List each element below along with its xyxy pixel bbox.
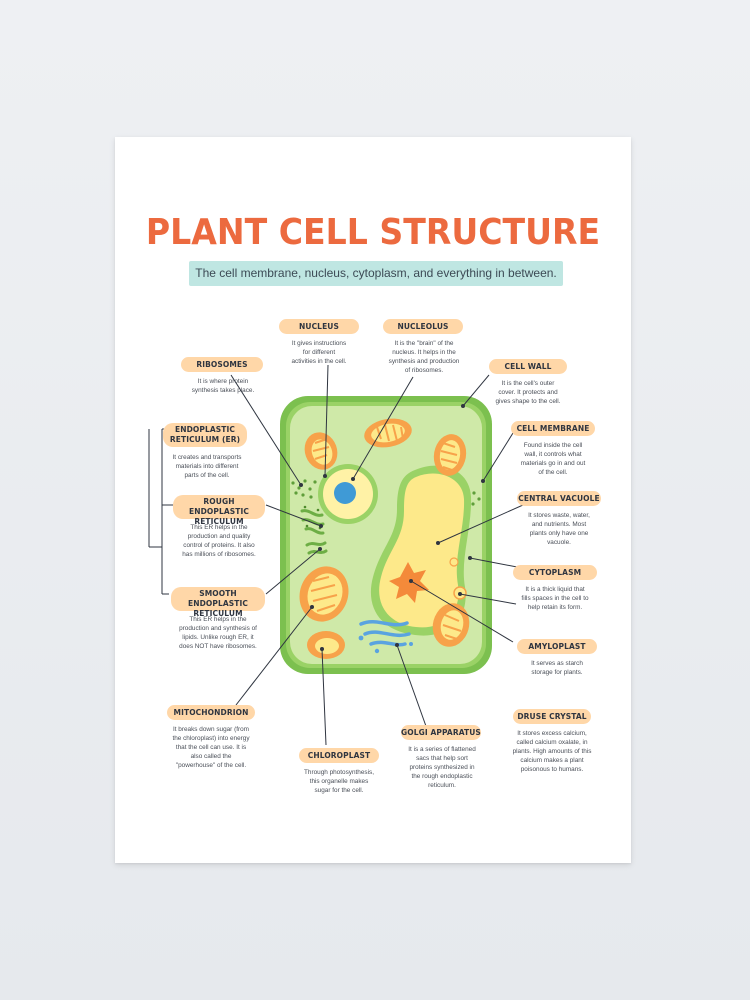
desc-mitochondrion: It breaks down sugar (from the chloropla…	[172, 726, 250, 769]
subtitle-banner: The cell membrane, nucleus, cytoplasm, a…	[189, 261, 563, 286]
desc-rough-er: This ER helps in the production and qual…	[182, 524, 256, 558]
desc-chloroplast: Through photosynthesis, this organelle m…	[304, 769, 374, 794]
label-amyloplast: AMYLOPLAST	[517, 639, 597, 654]
desc-cell-wall: It is the cell's outer cover. It protect…	[495, 380, 561, 405]
amyloplast-shape-2	[449, 557, 459, 567]
leader-dots	[299, 404, 485, 651]
desc-druse-crystal: It stores excess calcium, called calcium…	[512, 730, 592, 773]
desc-nucleolus: It is the "brain" of the nucleus. It hel…	[388, 340, 460, 374]
label-cytoplasm: CYTOPLASM	[513, 565, 597, 580]
desc-cytoplasm: It is a thick liquid that fills spaces i…	[521, 586, 589, 611]
label-endoplastic-reticulum: ENDOPLASTIC RETICULUM (ER)	[163, 423, 247, 447]
plant-cell-diagram	[148, 364, 524, 746]
label-nucleus: NUCLEUS	[279, 319, 359, 334]
label-cell-wall: CELL WALL	[489, 359, 567, 374]
desc-central-vacuole: It stores waste, water, and nutrients. M…	[528, 512, 590, 546]
chloroplast-inner	[307, 423, 464, 654]
page-title: PLANT CELL STRUCTURE	[145, 212, 601, 253]
poster: PLANT CELL STRUCTURE The cell membrane, …	[115, 137, 631, 863]
leader-lines	[148, 364, 524, 746]
label-druse-crystal: DRUSE CRYSTAL	[513, 709, 591, 724]
label-mitochondrion: MITOCHONDRION	[167, 705, 255, 720]
label-cell-membrane: CELL MEMBRANE	[511, 421, 595, 436]
label-chloroplast: CHLOROPLAST	[299, 748, 379, 763]
desc-amyloplast: It serves as starch storage for plants.	[531, 660, 583, 676]
label-rough-er: ROUGH ENDOPLASTIC RETICULUM	[173, 495, 265, 526]
desc-golgi-apparatus: It is a series of flattened sacs that he…	[408, 746, 476, 789]
desc-ribosomes: It is where protein synthesis takes plac…	[191, 378, 255, 394]
desc-cell-membrane: Found inside the cell wall, it controls …	[520, 442, 586, 476]
label-smooth-er: SMOOTH ENDOPLASTIC RETICULUM	[171, 587, 265, 618]
druse-crystal-shape	[389, 562, 429, 603]
golgi-shape	[359, 619, 411, 647]
label-nucleolus: NUCLEOLUS	[383, 319, 463, 334]
label-golgi-apparatus: GOLGI APPARATUS	[401, 725, 481, 740]
desc-nucleus: It gives instructions for different acti…	[291, 340, 347, 365]
smooth-er-shape	[305, 541, 328, 555]
ribosome-dots	[291, 479, 481, 506]
desc-smooth-er: This ER helps in the production and synt…	[179, 616, 257, 650]
chloroplast-stripes	[310, 424, 462, 640]
nucleolus-shape	[334, 482, 356, 504]
label-central-vacuole: CENTRAL VACUOLE	[517, 491, 601, 506]
desc-endoplastic-reticulum: It creates and transports materials into…	[172, 454, 242, 479]
label-ribosomes: RIBOSOMES	[181, 357, 263, 372]
